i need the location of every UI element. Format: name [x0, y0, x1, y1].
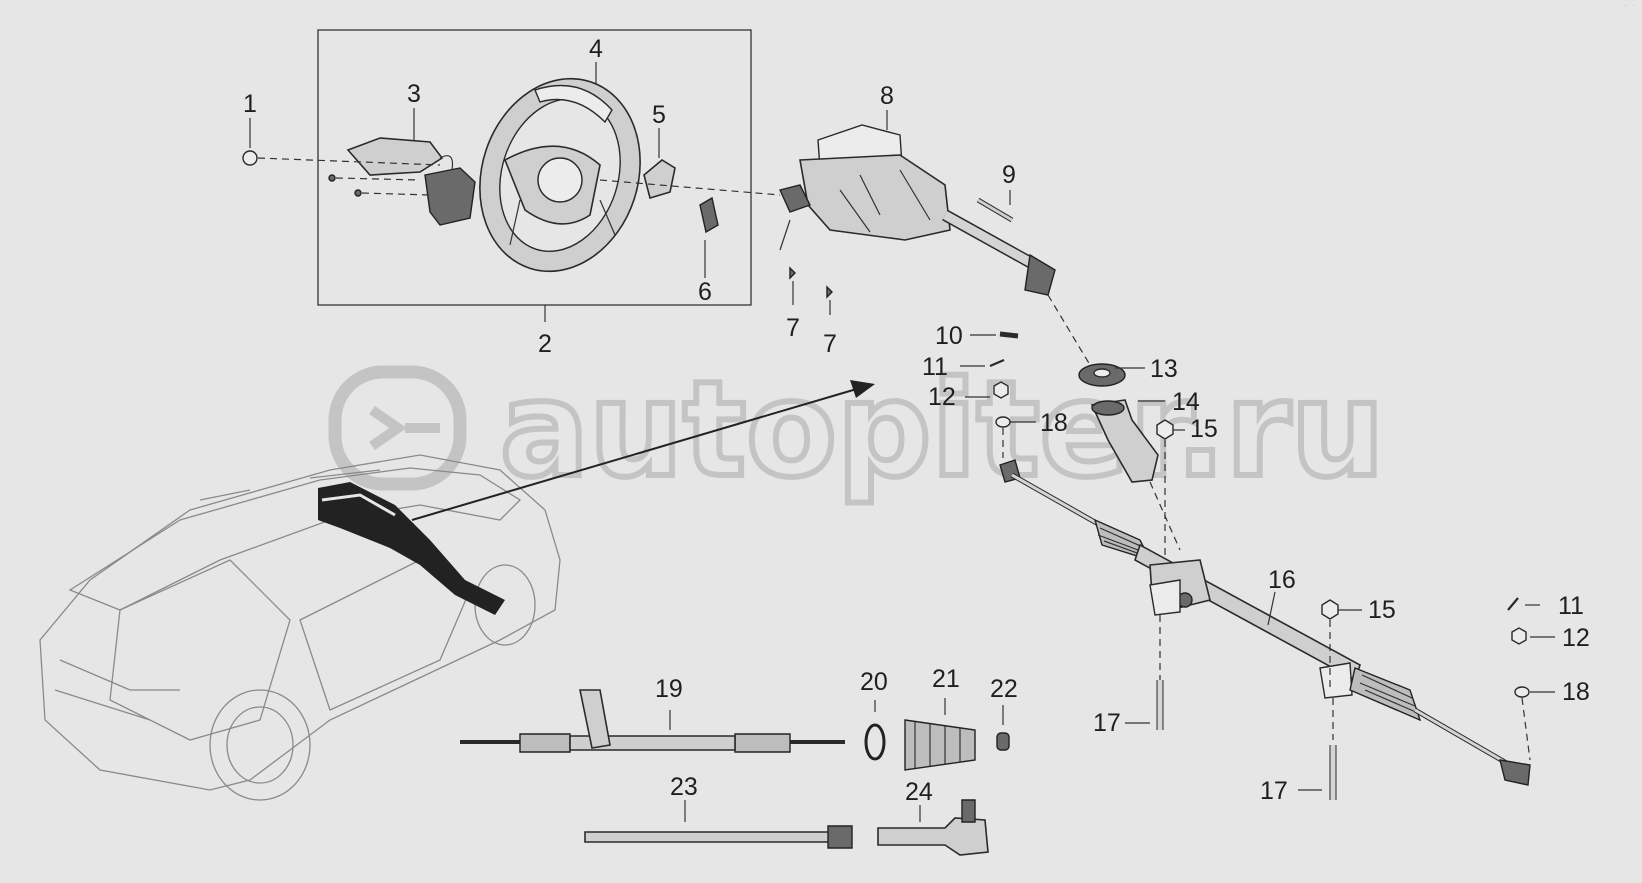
vehicle-location-icon — [39, 380, 875, 801]
dust-cover-icon — [1090, 399, 1165, 483]
flange-nut-icon — [1156, 419, 1185, 440]
callout-21: 21 — [932, 665, 960, 693]
column-bolt-icon — [976, 190, 1014, 223]
callout-22: 22 — [990, 675, 1018, 703]
corner-mark: · · — [1623, 2, 1636, 10]
callout-19: 19 — [655, 675, 683, 703]
callout-6: 6 — [698, 278, 712, 306]
right-cotter-pin-icon — [1507, 597, 1540, 611]
watermark-logo-icon — [328, 365, 467, 491]
small-screw-icon — [328, 174, 431, 197]
callout-24: 24 — [905, 778, 933, 806]
callout-23: 23 — [670, 773, 698, 801]
callout-14: 14 — [1172, 388, 1200, 416]
callout-15a: 15 — [1190, 415, 1218, 443]
callout-5: 5 — [652, 101, 666, 129]
right-washer-icon — [1514, 686, 1555, 698]
callout-labels: 1 3 4 5 6 2 7 7 8 9 10 11 12 13 14 15 18… — [243, 35, 1590, 806]
nut-icon — [965, 381, 1009, 399]
paddle-icon — [699, 196, 719, 234]
callout-12a: 12 — [928, 383, 956, 411]
callout-15b: 15 — [1368, 596, 1396, 624]
callout-11b: 11 — [1558, 592, 1584, 620]
cotter-pin-icon — [960, 358, 1005, 368]
dust-boot-icon — [904, 698, 976, 771]
callout-17b: 17 — [1260, 777, 1288, 805]
callout-3: 3 — [407, 80, 421, 108]
joint-bolt-icon — [970, 331, 1019, 339]
callout-20: 20 — [860, 668, 888, 696]
grommet-icon — [1078, 363, 1145, 387]
right-nut-icon — [1511, 627, 1555, 645]
steering-wheel-icon — [479, 77, 641, 273]
callout-7b: 7 — [823, 330, 837, 358]
steering-rack-icon — [999, 459, 1531, 786]
callout-2: 2 — [538, 330, 552, 358]
callout-1: 1 — [243, 90, 257, 118]
washer-icon — [995, 416, 1036, 428]
bolt-icon — [789, 266, 833, 315]
rack-assembly-icon — [460, 689, 845, 753]
watermark-text: autopiter.ru — [500, 353, 1385, 507]
watermark: autopiter.ru — [328, 350, 1388, 510]
cover-icon — [643, 159, 676, 200]
callout-7a: 7 — [786, 314, 800, 342]
callout-18a: 18 — [1040, 409, 1068, 437]
screw-icon — [242, 150, 441, 166]
small-clamp-icon — [996, 705, 1010, 751]
callout-17a: 17 — [1093, 709, 1121, 737]
callout-10: 10 — [935, 322, 963, 350]
tie-rod-end-icon — [877, 799, 989, 856]
callout-18b: 18 — [1562, 678, 1590, 706]
switch-panel-icon — [346, 137, 476, 226]
rack-nut-icon — [1321, 599, 1362, 620]
callout-12b: 12 — [1562, 624, 1590, 652]
steering-column-icon — [779, 124, 1056, 296]
mounting-bolt-icon — [1125, 615, 1337, 800]
callout-11a: 11 — [922, 353, 948, 381]
clamp-icon — [864, 700, 886, 761]
steering-wheel-group — [242, 29, 781, 322]
callout-16: 16 — [1268, 566, 1296, 594]
callout-4: 4 — [589, 35, 603, 63]
group-frame — [317, 29, 752, 306]
callout-8: 8 — [880, 82, 894, 110]
tie-rod-icon — [584, 800, 853, 849]
callout-13: 13 — [1150, 355, 1178, 383]
callout-9: 9 — [1002, 161, 1016, 189]
